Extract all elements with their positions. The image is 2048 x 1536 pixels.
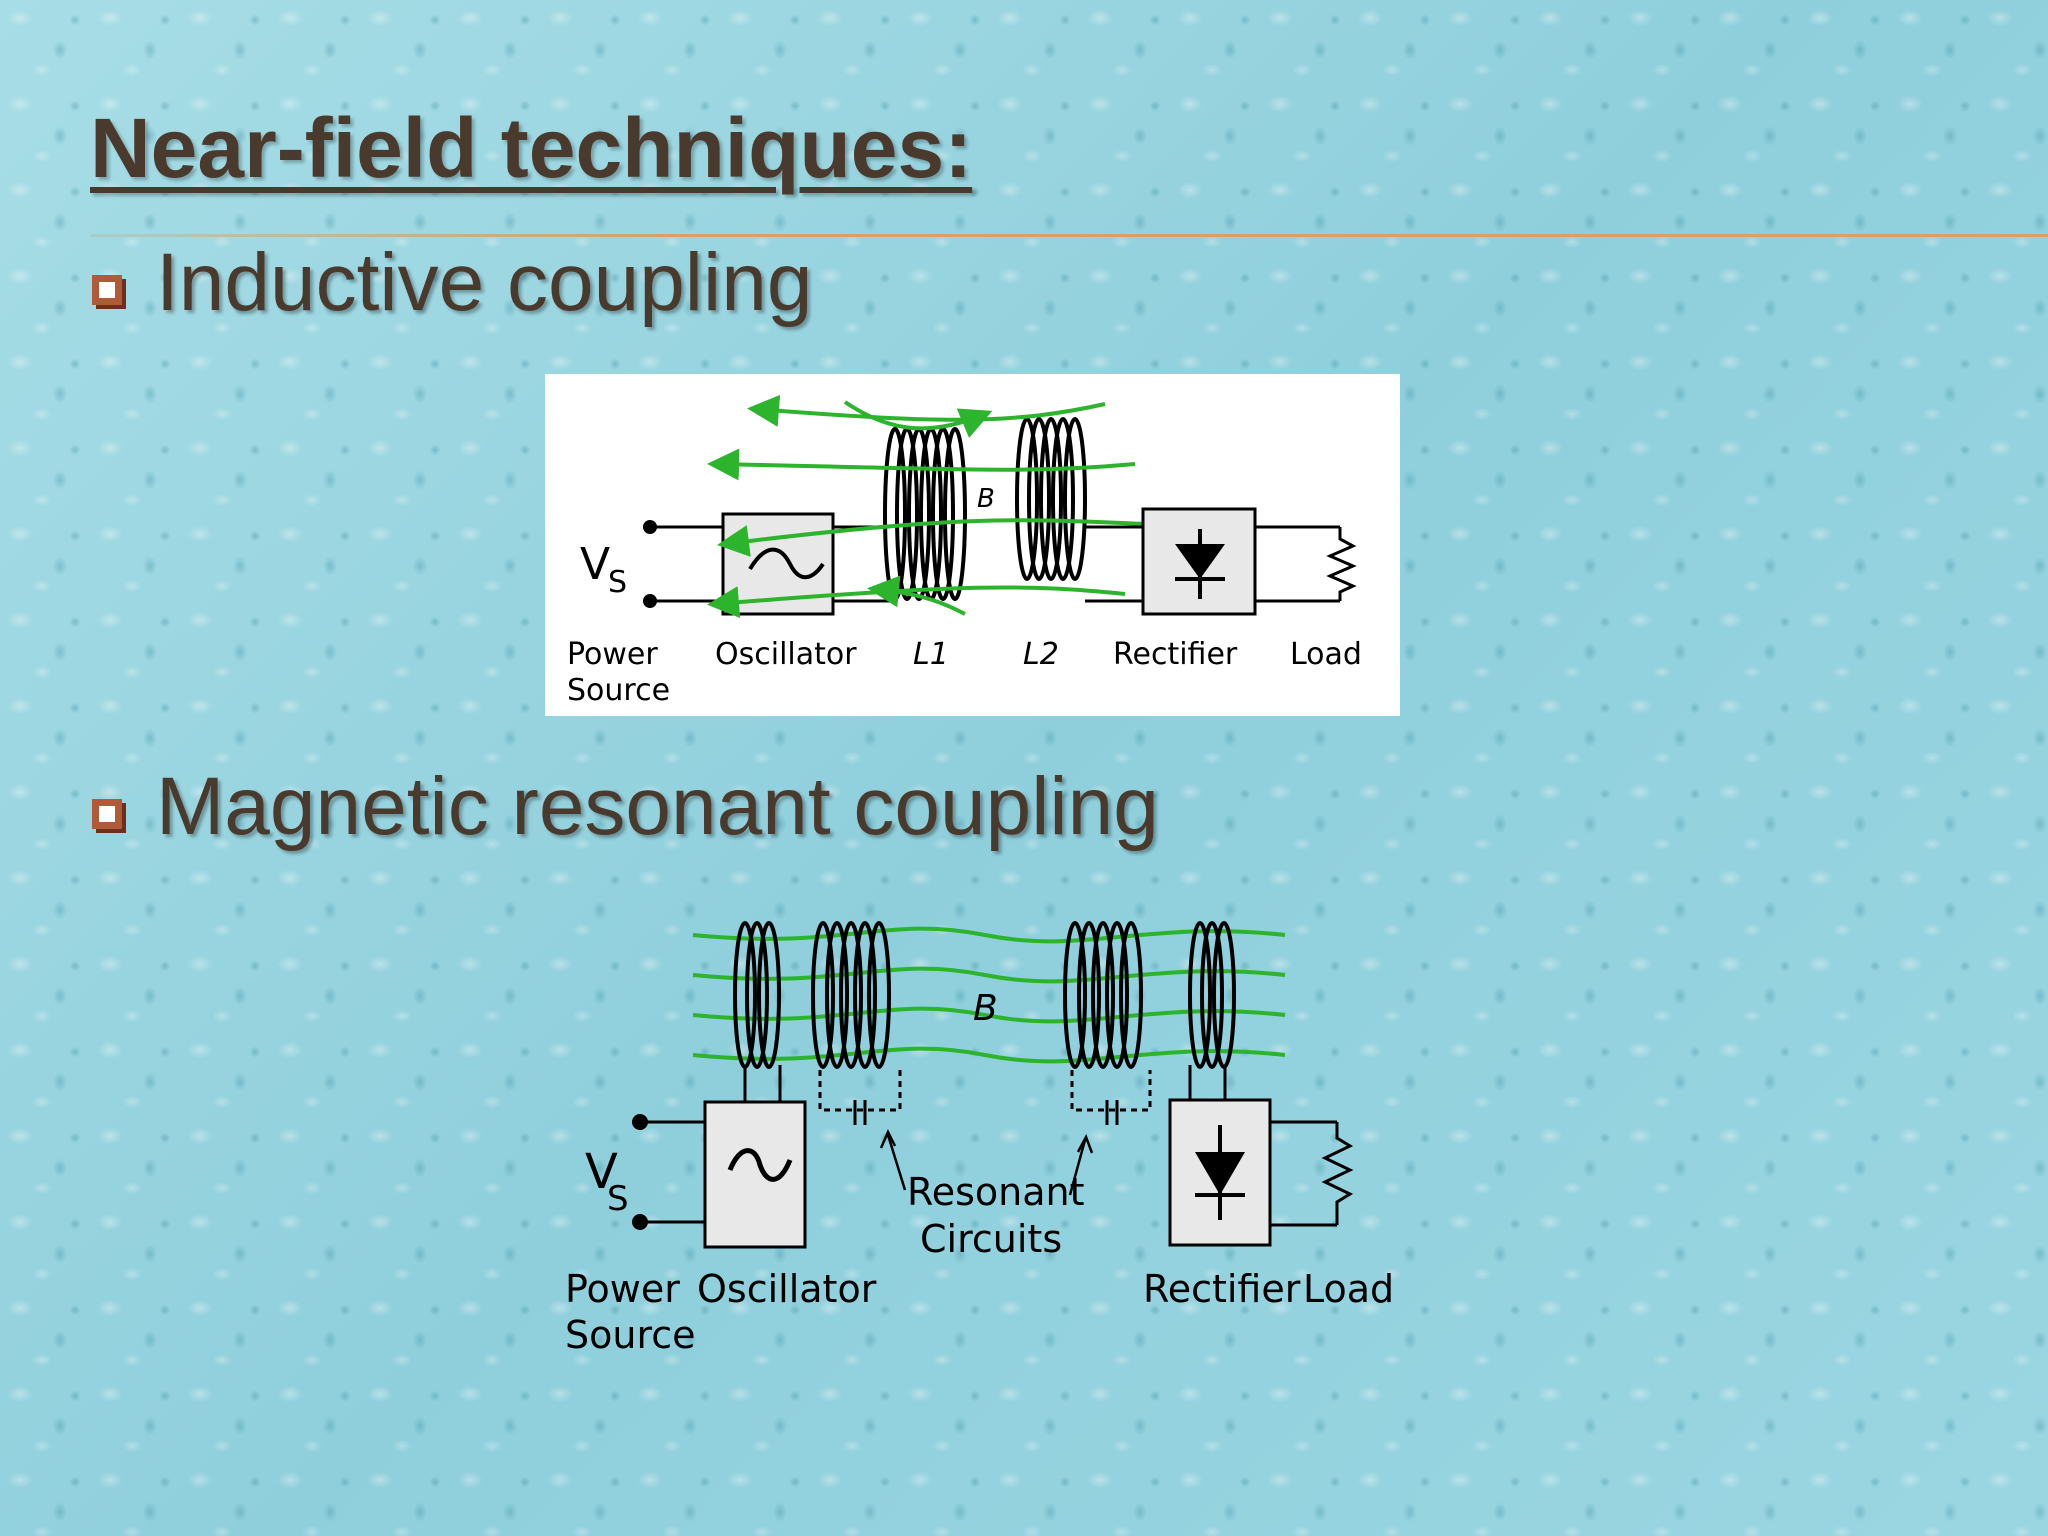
bullet-inductive-coupling: Inductive coupling bbox=[92, 236, 812, 330]
power-source-terminals bbox=[643, 520, 723, 608]
label-source: Source bbox=[565, 1313, 696, 1357]
power-source-terminals bbox=[632, 1114, 705, 1230]
title-divider bbox=[90, 234, 2048, 237]
resonant-coupling-diagram: B V S Resonant Circuits bbox=[545, 920, 1400, 1360]
rectifier-block bbox=[1141, 507, 1257, 616]
label-oscillator: Oscillator bbox=[715, 637, 857, 672]
magnetic-field-lines bbox=[692, 926, 1286, 1064]
label-source: Source bbox=[567, 673, 670, 708]
label-l2: L2 bbox=[1023, 637, 1059, 672]
label-l1: L1 bbox=[913, 637, 949, 672]
label-circuits: Circuits bbox=[920, 1217, 1062, 1261]
label-resonant: Resonant bbox=[907, 1170, 1084, 1214]
load-coil bbox=[1188, 921, 1236, 1069]
bullet-magnetic-resonant-coupling: Magnetic resonant coupling bbox=[92, 760, 1159, 854]
bullet-text: Inductive coupling bbox=[156, 237, 813, 328]
sine-wave-icon bbox=[727, 1148, 793, 1182]
label-load: Load bbox=[1290, 637, 1362, 672]
label-power: Power bbox=[567, 637, 658, 672]
source-coil bbox=[733, 921, 781, 1069]
coil-l2 bbox=[1015, 417, 1087, 581]
label-oscillator: Oscillator bbox=[697, 1267, 877, 1311]
resonant-coil-2 bbox=[1063, 921, 1143, 1069]
label-power: Power bbox=[565, 1267, 680, 1311]
load-resistor bbox=[1270, 1120, 1354, 1227]
vs-label: V bbox=[585, 1144, 618, 1200]
sine-wave-icon bbox=[748, 547, 825, 580]
square-bullet-icon bbox=[92, 799, 122, 829]
field-b-label: B bbox=[973, 988, 998, 1029]
vs-subscript: S bbox=[607, 1179, 629, 1219]
square-bullet-icon bbox=[92, 275, 122, 305]
resonant-coil-1 bbox=[811, 921, 891, 1069]
slide-title: Near-field techniques: bbox=[90, 101, 973, 195]
label-rectifier: Rectifier bbox=[1143, 1267, 1301, 1311]
rectifier-block bbox=[1168, 1065, 1272, 1247]
coil-l1 bbox=[883, 427, 967, 601]
resonant-capacitor-1 bbox=[818, 1070, 902, 1125]
label-rectifier: Rectifier bbox=[1113, 637, 1238, 672]
resonant-pointer-arrows bbox=[879, 1129, 1094, 1196]
magnetic-field-lines bbox=[707, 394, 1146, 619]
vs-subscript: S bbox=[608, 565, 627, 600]
inductive-coupling-diagram: V S bbox=[545, 374, 1400, 716]
load-resistor bbox=[1255, 525, 1357, 603]
oscillator-block bbox=[703, 1065, 807, 1249]
bullet-text: Magnetic resonant coupling bbox=[156, 761, 1159, 852]
field-b-label: B bbox=[977, 484, 995, 514]
label-load: Load bbox=[1303, 1267, 1394, 1311]
vs-label: V bbox=[580, 539, 610, 590]
resonant-capacitor-2 bbox=[1070, 1070, 1152, 1125]
